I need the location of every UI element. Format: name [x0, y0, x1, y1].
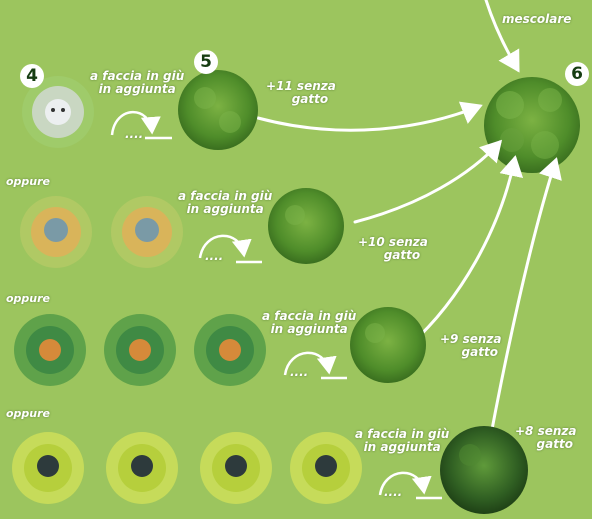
row2-tile-blue-cat-1 [20, 196, 92, 268]
row1-dots: .... [125, 128, 143, 141]
step-badge-5: 5 [194, 50, 218, 74]
row3-facedown-label: a faccia in giùin aggiunta [262, 310, 356, 336]
row1-bonus: +11 senzagatto [266, 80, 336, 106]
arrow-from-top [486, 0, 518, 70]
oppure-label-1: oppure [6, 175, 50, 188]
arrow-row2 [355, 142, 500, 222]
row4-bonus: +8 senzagatto [515, 425, 577, 451]
row3-dots: .... [290, 366, 308, 379]
row2-bonus: +10 senzagatto [358, 236, 428, 262]
oppure-label-3: oppure [6, 407, 50, 420]
arrow-row1 [258, 106, 480, 130]
row3-tile-orange-cat-1 [14, 314, 86, 386]
row3-tile-orange-cat-3 [194, 314, 266, 386]
row4-tile-black-cat-1 [12, 432, 84, 504]
row2-bush [268, 188, 344, 264]
row1-bush [178, 70, 258, 150]
mescolare-label: mescolare [502, 13, 571, 26]
row1-facedown-label: a faccia in giùin aggiunta [90, 70, 184, 96]
row4-dots: .... [384, 486, 402, 499]
oppure-label-2: oppure [6, 292, 50, 305]
row2-facedown-label: a faccia in giùin aggiunta [178, 190, 272, 216]
row2-dots: .... [205, 250, 223, 263]
row4-tile-black-cat-3 [200, 432, 272, 504]
step-badge-4: 4 [20, 64, 44, 88]
row4-tile-black-cat-2 [106, 432, 178, 504]
shuffle-pile [484, 77, 580, 173]
row3-bush [350, 307, 426, 383]
step-badge-6: 6 [565, 62, 589, 86]
row4-tile-black-cat-4 [290, 432, 362, 504]
row2-tile-blue-cat-2 [111, 196, 183, 268]
row4-facedown-label: a faccia in giùin aggiunta [355, 428, 449, 454]
row3-bonus: +9 senzagatto [440, 333, 502, 359]
arrow-row4 [490, 160, 556, 440]
row3-tile-orange-cat-2 [104, 314, 176, 386]
